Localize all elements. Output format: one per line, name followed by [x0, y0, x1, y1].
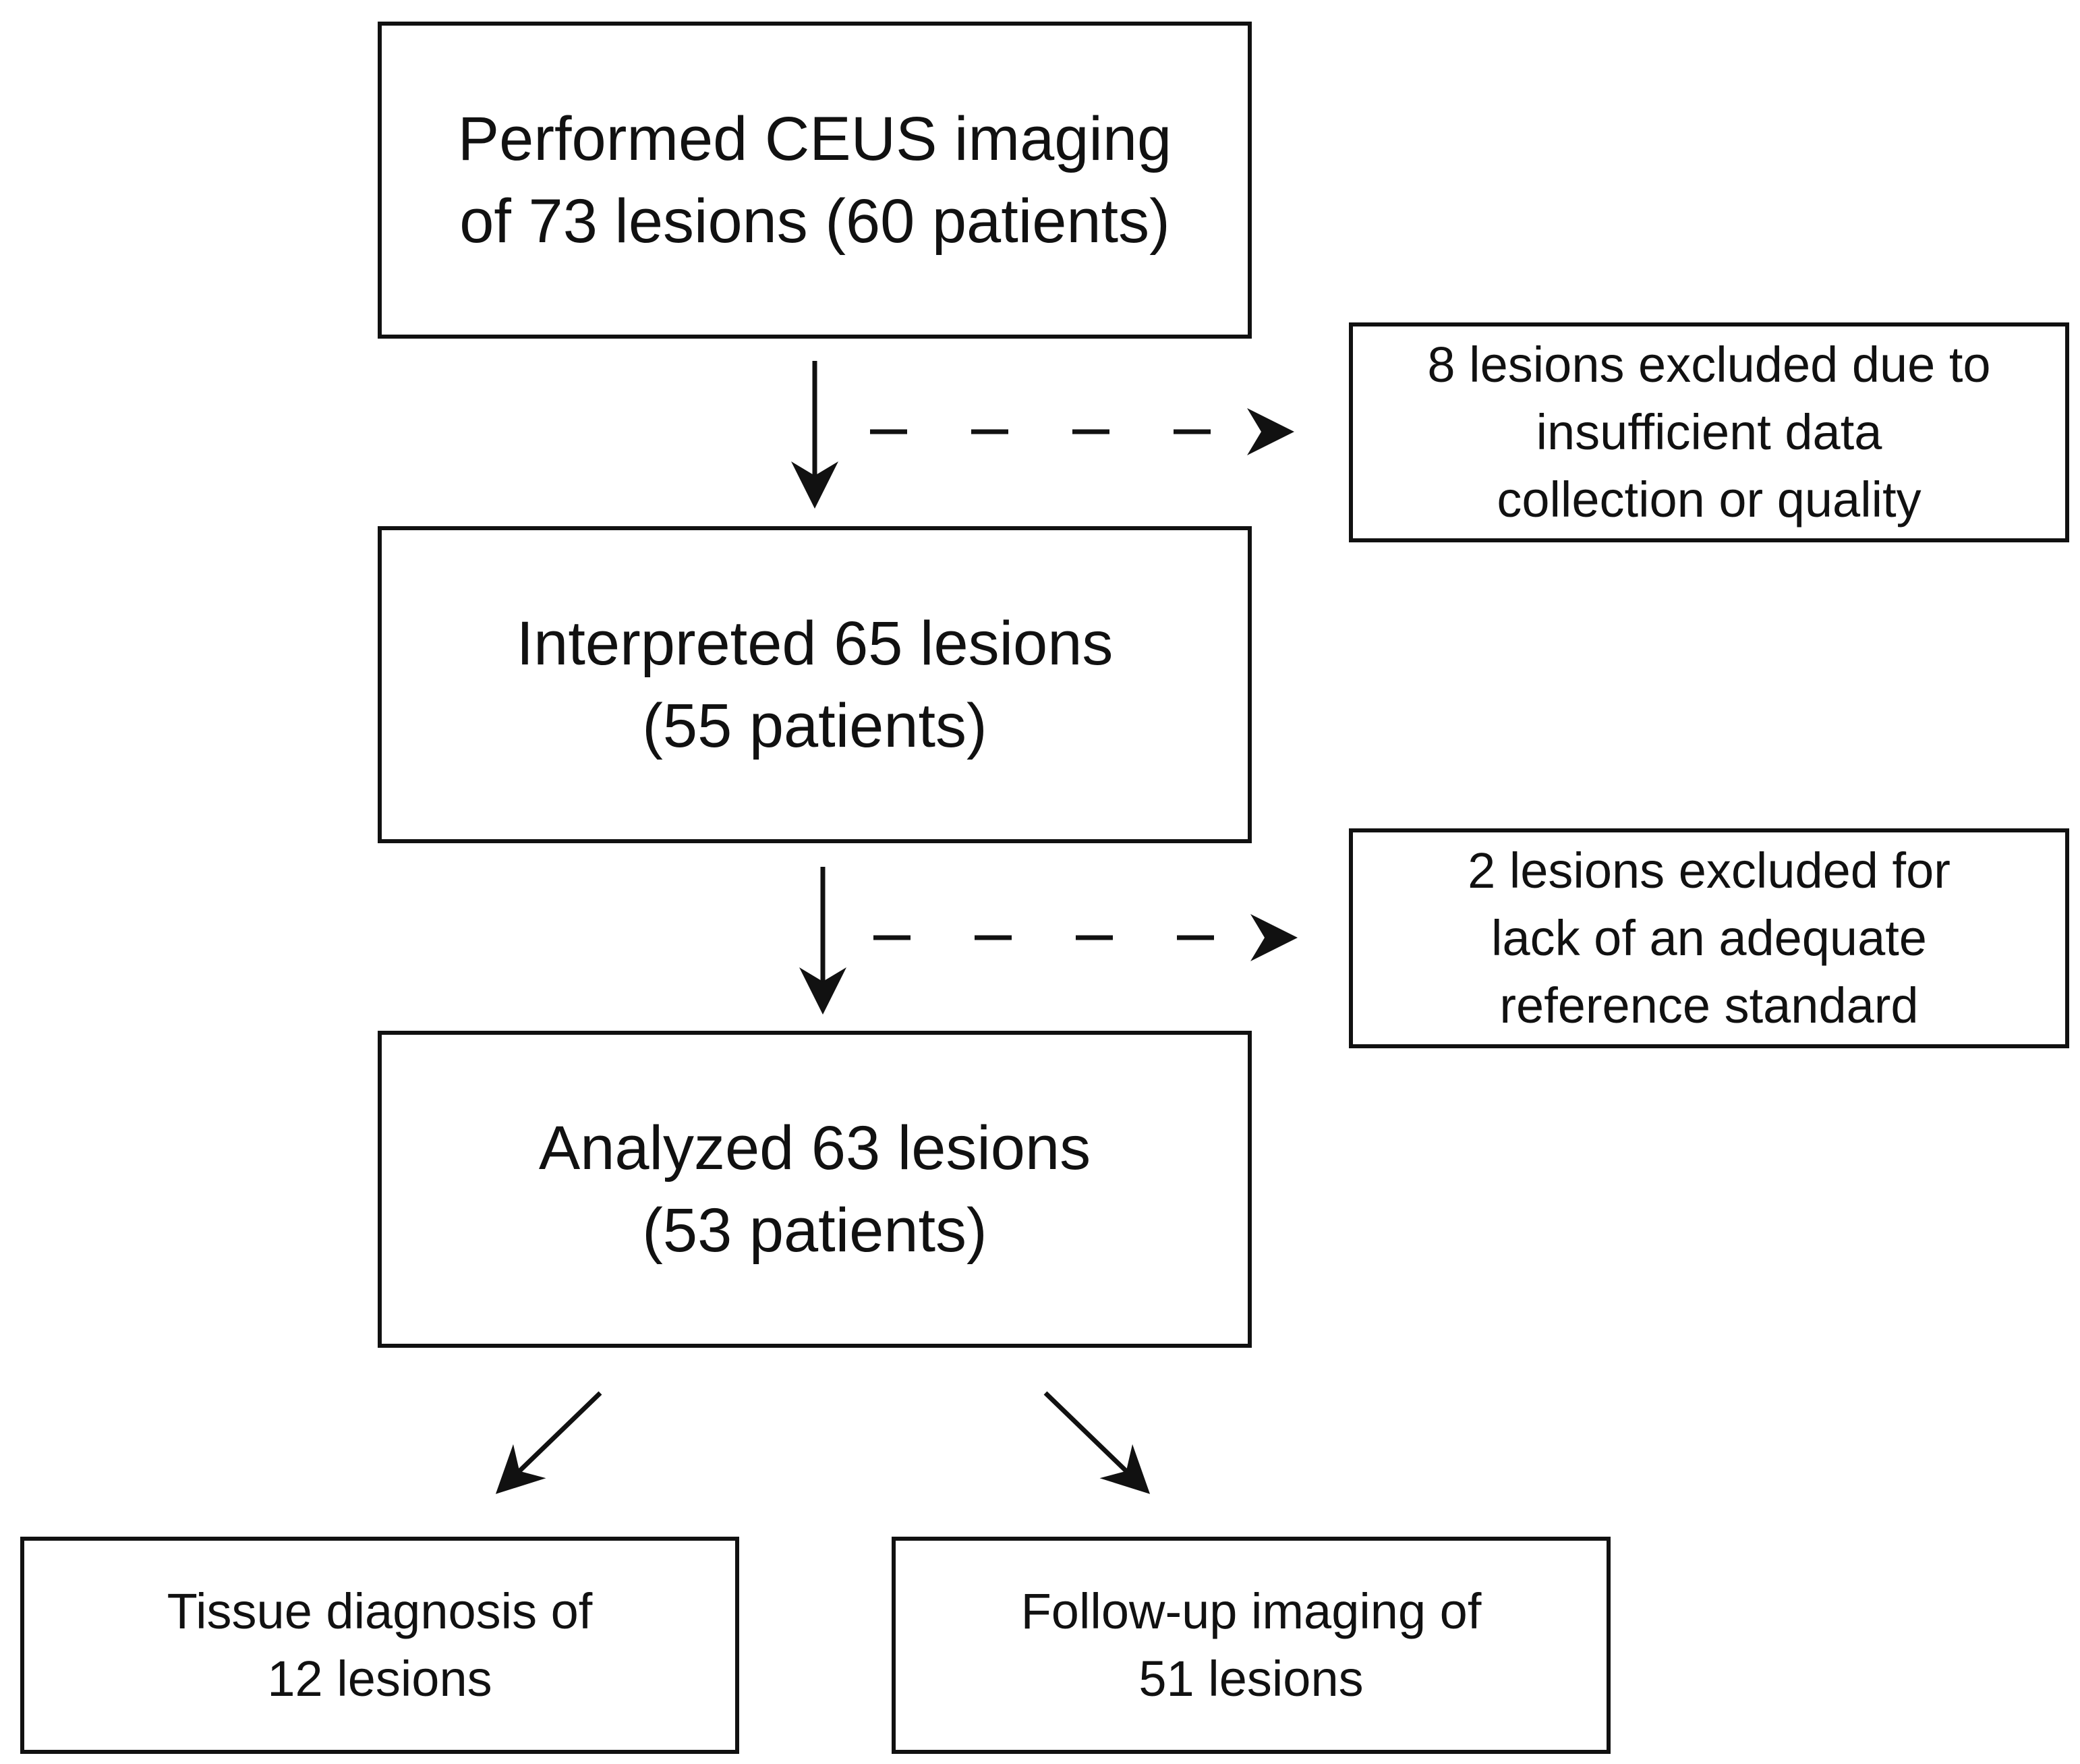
box-interpreted-line-1: Interpreted 65 lesions	[516, 609, 1114, 678]
box-analyzed-line-1: Analyzed 63 lesions	[538, 1114, 1091, 1183]
box-tissue-line-2: 12 lesions	[267, 1651, 492, 1707]
box-analyzed-line-2: (53 patients)	[642, 1196, 987, 1265]
box-followup-line-2: 51 lesions	[1138, 1651, 1364, 1707]
box-excluded-1-line-1: 8 lesions excluded due to	[1427, 337, 1991, 393]
box-analyzed-lesions: Analyzed 63 lesions (53 patients)	[378, 1031, 1252, 1348]
box-excluded-2-line-2: lack of an adequate	[1491, 910, 1927, 966]
box-interpreted-line-2: (55 patients)	[642, 691, 987, 760]
box-interpreted-lesions: Interpreted 65 lesions (55 patients)	[378, 526, 1252, 843]
box-excluded-2-line-1: 2 lesions excluded for	[1468, 843, 1951, 899]
arrow-analyzed-to-followup	[1043, 1391, 1151, 1494]
box-excluded-2-line-3: reference standard	[1499, 977, 1919, 1033]
box-tissue-diagnosis: Tissue diagnosis of 12 lesions	[20, 1537, 739, 1754]
box-followup-line-1: Follow-up imaging of	[1020, 1583, 1482, 1639]
box-excluded-1-line-3: collection or quality	[1497, 472, 1922, 528]
box-performed-ceus-imaging: Performed CEUS imaging of 73 lesions (60…	[378, 22, 1252, 339]
arrow-analyzed-to-tissue	[495, 1391, 602, 1494]
box-performed-line-2: of 73 lesions (60 patients)	[459, 187, 1170, 256]
box-excluded-reference-standard: 2 lesions excluded for lack of an adequa…	[1349, 828, 2069, 1048]
box-excluded-insufficient-data: 8 lesions excluded due to insufficient d…	[1349, 322, 2069, 542]
box-tissue-line-1: Tissue diagnosis of	[167, 1583, 593, 1639]
box-performed-line-1: Performed CEUS imaging	[457, 105, 1172, 173]
box-excluded-1-line-2: insufficient data	[1536, 404, 1882, 460]
box-followup-imaging: Follow-up imaging of 51 lesions	[892, 1537, 1611, 1754]
